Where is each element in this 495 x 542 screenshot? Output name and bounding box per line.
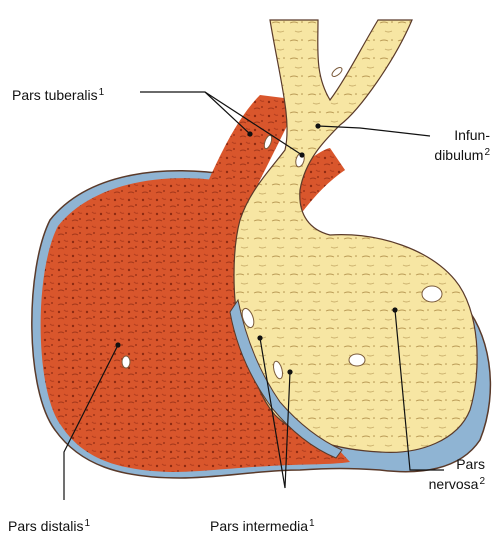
label-pars-intermedia: Pars intermedia1 bbox=[210, 515, 315, 535]
leader-pars-tuberalis bbox=[140, 92, 250, 134]
label-infundibulum: Infun- dibulum2 bbox=[420, 127, 490, 164]
label-pars-tuberalis: Pars tuberalis1 bbox=[12, 84, 104, 104]
label-pars-nervosa: Pars nervosa2 bbox=[415, 456, 485, 493]
label-pars-distalis: Pars distalis1 bbox=[8, 515, 90, 535]
